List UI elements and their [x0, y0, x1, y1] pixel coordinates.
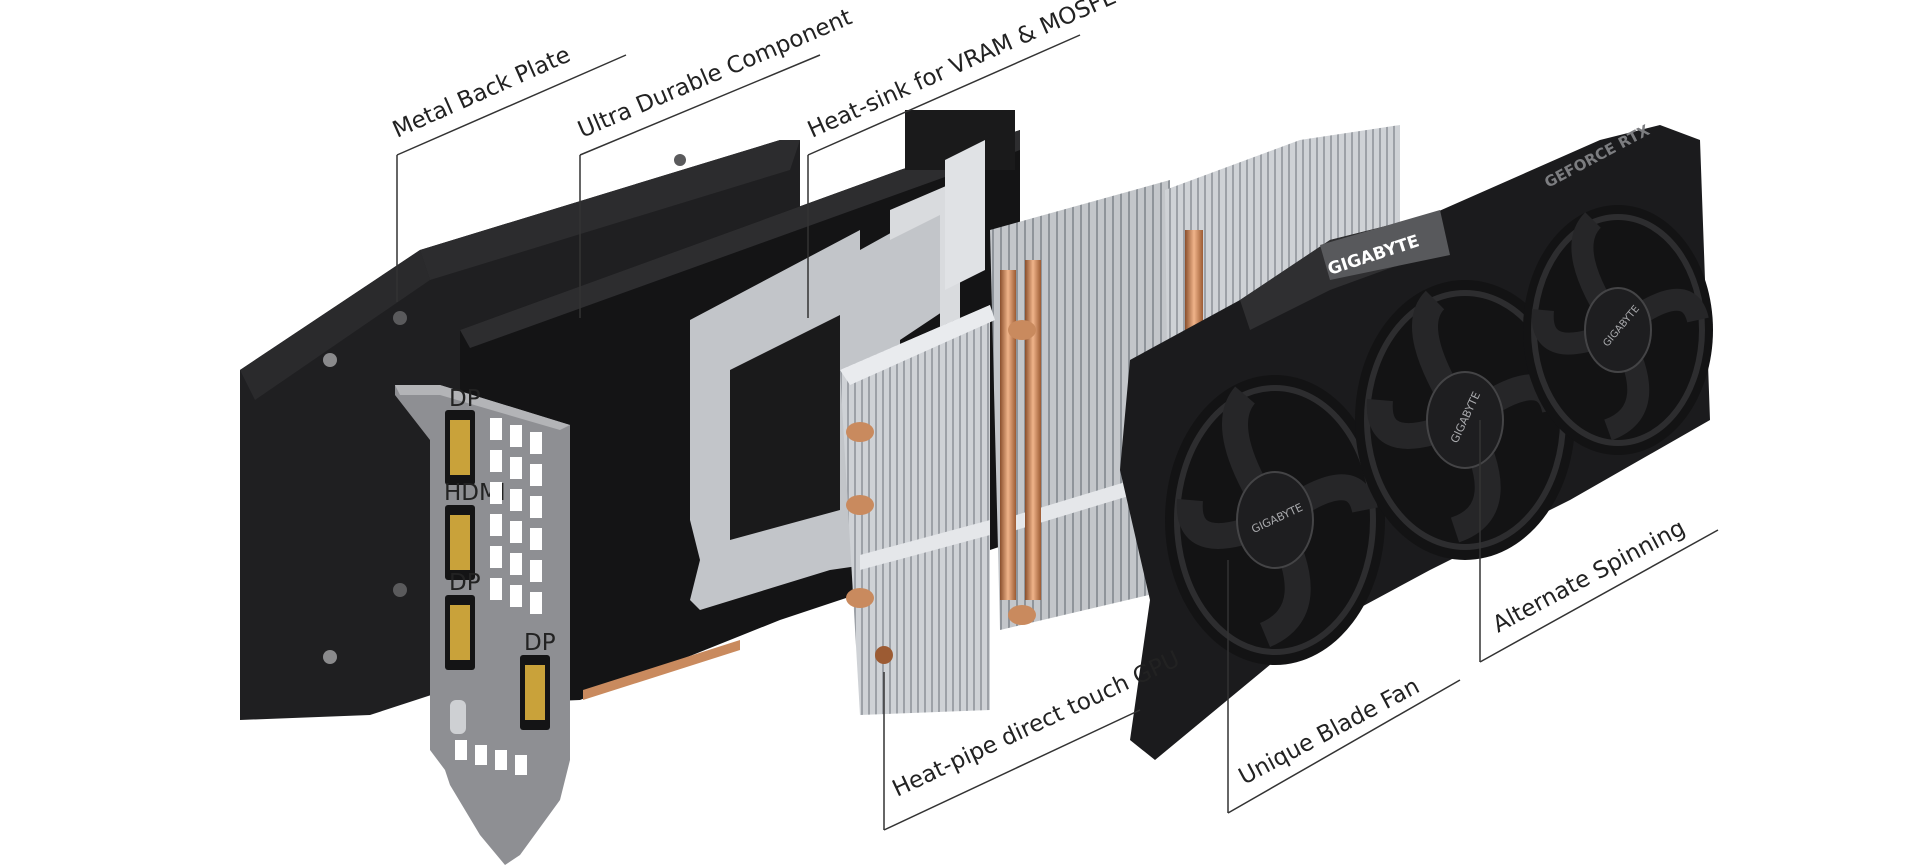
callout-label: Unique Blade Fan	[1235, 673, 1424, 790]
usb-c-port-icon	[450, 700, 466, 734]
port-label: DP	[449, 570, 481, 596]
fan-shroud: GIGABYTE GEFORCE RTX GIGABYTE GIGABYTE G…	[1120, 121, 1713, 760]
screw-icon	[323, 353, 337, 367]
pcie-contacts	[583, 640, 740, 700]
heatpipe-tip	[846, 422, 874, 442]
fan-center: GIGABYTE	[1355, 280, 1575, 560]
screw-icon	[393, 311, 407, 325]
port-label: DP	[449, 386, 481, 412]
shroud-logo-plate	[1320, 210, 1450, 280]
callout-label: Metal Back Plate	[389, 42, 575, 144]
port-label: DP	[524, 630, 556, 656]
screw-icon	[393, 583, 407, 597]
heatpipe-tip	[846, 495, 874, 515]
heatpipe-tip	[846, 588, 874, 608]
heatpipe-tip	[1008, 320, 1036, 340]
io-bracket: DP HDMI DP DP	[395, 385, 570, 865]
screw-icon	[674, 154, 686, 166]
gpu-contact-point	[875, 646, 893, 664]
heatpipe-tip	[1008, 605, 1036, 625]
fan-right: GIGABYTE	[1523, 205, 1713, 455]
fan-left: GIGABYTE	[1165, 375, 1385, 665]
screw-icon	[323, 650, 337, 664]
